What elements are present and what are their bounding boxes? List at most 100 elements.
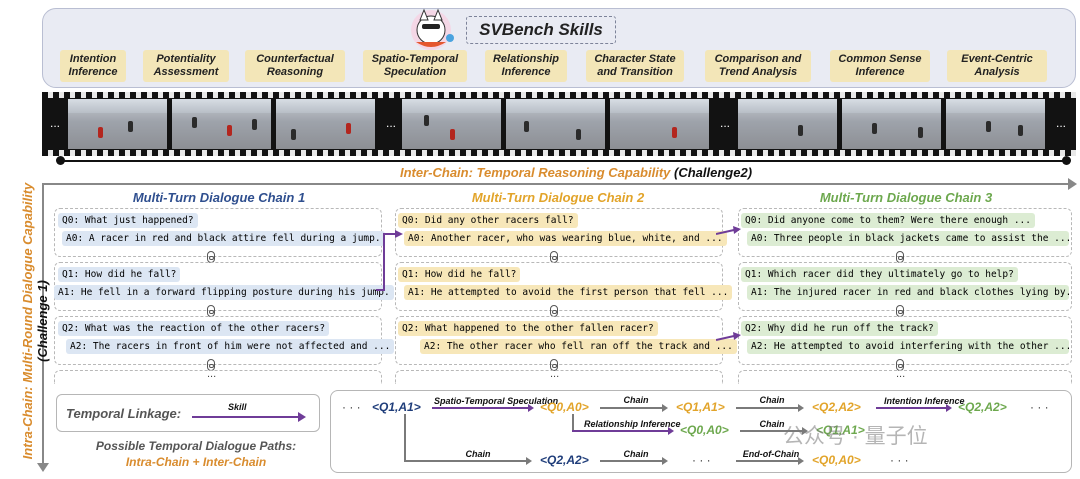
chain-2-more (395, 370, 723, 384)
skills-title: SVBench Skills (466, 16, 616, 44)
path-ellipsis: · · · (692, 453, 711, 467)
intra-chain-axis (42, 183, 44, 468)
video-frame (842, 99, 941, 149)
edge-label-chain: Chain (759, 419, 785, 429)
strip-ellipsis: ... (50, 116, 61, 130)
chain-edge (740, 430, 802, 432)
node-q0a0-chain3: <Q0,A0> (680, 423, 729, 437)
inter-chain-title: Inter-Chain: Temporal Reasoning Capabili… (400, 165, 753, 180)
inter-chain-axis (44, 183, 1072, 185)
video-frame (506, 99, 605, 149)
edge-label-relationship: Relationship Inference (584, 419, 681, 429)
skill-chip: Potentiality Assessment (143, 50, 229, 82)
chain-3-turn-2 (738, 316, 1072, 365)
node-q1a1-chain1: <Q1,A1> (372, 400, 421, 414)
skill-edge-arrowhead (946, 404, 952, 412)
chain-3-more (738, 370, 1072, 384)
skill-chip: Spatio-Temporal Speculation (363, 50, 467, 82)
temporal-linkage-label: Temporal Linkage: (66, 406, 182, 421)
row-ellipsis: ... (896, 368, 906, 380)
row-ellipsis: ... (207, 368, 217, 380)
node-q2a2-chain3: <Q2,A2> (958, 400, 1007, 414)
edge-label-chain: Chain (759, 395, 785, 405)
skill-edge (876, 407, 946, 409)
branch-line (404, 414, 406, 460)
chain-edge (736, 460, 798, 462)
edge-label-spatio-temporal: Spatio-Temporal Speculation (434, 396, 559, 406)
legend-skill-label: Skill (228, 402, 247, 412)
chain-3-title: Multi-Turn Dialogue Chain 3 (819, 190, 993, 205)
skill-edge-arrowhead (528, 404, 534, 412)
paths-subtitle: Intra-Chain + Inter-Chain (125, 455, 267, 469)
answer-text: A1: The injured racer in red and black c… (747, 285, 1069, 300)
question-text: Q1: How did he fall? (58, 267, 181, 282)
question-text: Q0: Did any other racers fall? (398, 213, 578, 228)
path-ellipsis: · · · (1030, 400, 1049, 414)
inter-chain-axis-arrowhead (1068, 178, 1077, 190)
node-q2a2-chain2: <Q2,A2> (812, 400, 861, 414)
chain-3-turn-0 (738, 208, 1072, 257)
film-sprocket-holes (42, 150, 1076, 156)
strip-ellipsis: ... (1056, 116, 1067, 130)
chain-edge (404, 460, 526, 462)
video-frame (610, 99, 709, 149)
chain-edge-arrowhead (662, 404, 668, 412)
video-frame (276, 99, 375, 149)
legend-skill-arrowhead (298, 412, 306, 422)
edge-label-chain: Chain (623, 449, 649, 459)
skill-arrow-chain1-to-chain2 (376, 230, 403, 291)
question-text: Q2: What was the reaction of the other r… (58, 321, 330, 336)
skill-chip: Relationship Inference (485, 50, 567, 82)
skill-chip: Comparison and Trend Analysis (705, 50, 811, 82)
chain-edge (736, 407, 798, 409)
chain-edge (600, 407, 662, 409)
question-text: Q1: Which racer did they ultimately go t… (741, 267, 1018, 282)
skill-edge-arrowhead (668, 427, 674, 435)
edge-label-end-of-chain: End-of-Chain (742, 449, 800, 459)
answer-text: A1: He fell in a forward flipping postur… (54, 285, 394, 300)
intra-chain-label: Intra-Chain: Multi-Round Dialogue Capabi… (20, 182, 50, 460)
branch-line (572, 414, 574, 430)
skill-chip: Common Sense Inference (830, 50, 930, 82)
question-text: Q1: How did he fall? (398, 267, 521, 282)
path-ellipsis: · · · (890, 453, 909, 467)
skill-arrow-chain2-to-chain3 (716, 226, 741, 235)
answer-text: A2: The racers in front of him were not … (66, 339, 395, 354)
timeline-start-dot (56, 156, 65, 165)
answer-text: A1: He attempted to avoid the first pers… (404, 285, 733, 300)
chain-edge (600, 460, 662, 462)
skill-chip: Intention Inference (60, 50, 126, 82)
node-q2a2-chain1: <Q2,A2> (540, 453, 589, 467)
chain-1-title: Multi-Turn Dialogue Chain 1 (132, 190, 306, 205)
video-frame (946, 99, 1045, 149)
strip-ellipsis: ... (386, 116, 397, 130)
question-text: Q2: Why did he run off the track? (741, 321, 938, 336)
watermark: 公众号 · 量子位 (783, 425, 928, 448)
node-q0a0-end: <Q0,A0> (812, 453, 861, 467)
timeline-line (60, 160, 1065, 162)
temporal-linkage-legend (56, 394, 320, 432)
video-frame (402, 99, 501, 149)
legend-skill-arrow (192, 416, 300, 418)
chain-edge-arrowhead (798, 404, 804, 412)
mascot-logo-icon (411, 8, 454, 50)
intra-chain-axis-arrowhead (37, 463, 49, 472)
question-text: Q0: Did anyone come to them? Were there … (741, 213, 1035, 228)
skill-chip: Counterfactual Reasoning (245, 50, 345, 82)
skill-edge (432, 407, 528, 409)
chain-edge-arrowhead (662, 457, 668, 465)
answer-text: A0: Three people in black jackets came t… (747, 231, 1069, 246)
node-q1a1-chain2: <Q1,A1> (676, 400, 725, 414)
skill-chip: Character State and Transition (586, 50, 684, 82)
edge-label-chain: Chain (465, 449, 491, 459)
row-ellipsis: ... (550, 368, 560, 380)
node-q1a1-chain3: <Q1,A1> (816, 423, 865, 437)
skill-edge (572, 430, 668, 432)
answer-text: A0: Another racer, who was wearing blue,… (404, 231, 727, 246)
video-frame (68, 99, 167, 149)
question-text: Q0: What just happened? (58, 213, 198, 228)
skill-arrow-chain2-to-chain3 (716, 332, 741, 341)
question-text: Q2: What happened to the other fallen ra… (398, 321, 658, 336)
chain-1-more (54, 370, 382, 384)
video-frame (172, 99, 271, 149)
